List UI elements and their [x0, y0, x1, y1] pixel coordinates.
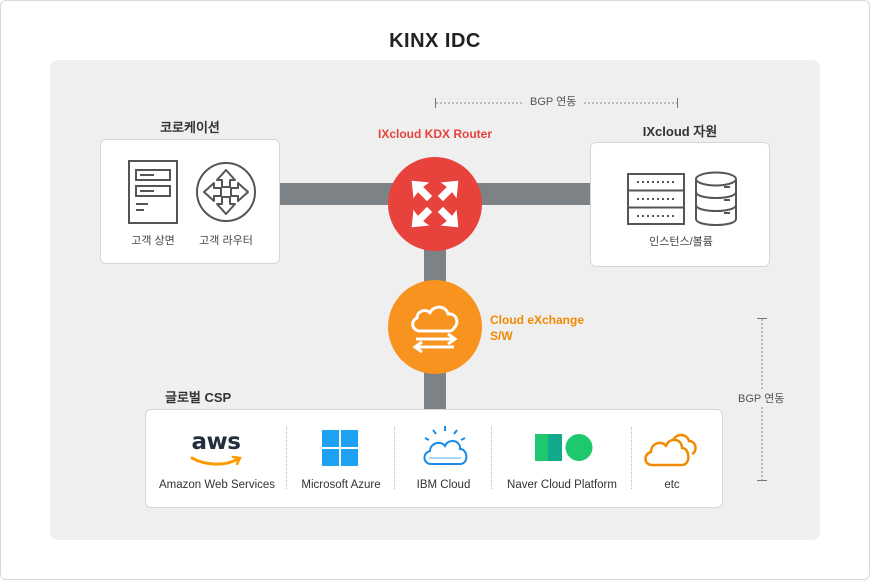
csp-name-ibm: IBM Cloud — [416, 479, 471, 491]
router-icon — [195, 161, 257, 228]
csp-divider — [491, 427, 492, 489]
cloud-exchange-label: Cloud eXchange S/W — [490, 312, 620, 344]
csp-label: 글로벌 CSP — [165, 390, 232, 405]
cloud-exchange-icon — [411, 305, 459, 353]
csp-name-aws: Amazon Web Services — [158, 479, 276, 491]
cloud-exchange-label-line2: S/W — [490, 329, 513, 343]
bgp-right-label: BGP 연동 — [732, 390, 791, 406]
kdx-router — [388, 157, 482, 251]
cloud-outline-icon — [643, 431, 699, 472]
csp-divider — [631, 427, 632, 489]
aws-logo: aws — [188, 429, 244, 469]
ixcloud-card: 인스턴스/볼륨 — [590, 142, 770, 267]
server-icon — [128, 160, 178, 229]
colocation-label: 코로케이션 — [160, 120, 220, 135]
ibm-cloud-logo — [420, 424, 470, 473]
aws-logo-text: aws — [191, 429, 241, 455]
azure-logo — [322, 430, 358, 471]
router-arrows-icon — [410, 179, 460, 229]
colocation-item-floor: 고객 상면 — [131, 235, 175, 247]
csp-divider — [286, 427, 287, 489]
database-icon — [694, 171, 738, 232]
cloud-exchange-label-line1: Cloud eXchange — [490, 313, 585, 327]
naver-cloud-logo — [535, 433, 593, 468]
ixcloud-label: IXcloud 자원 — [642, 124, 718, 139]
diagram-title: KINX IDC — [389, 30, 481, 52]
csp-name-etc: etc — [664, 479, 680, 491]
router-label: IXcloud KDX Router — [377, 127, 492, 141]
csp-name-azure: Microsoft Azure — [301, 479, 381, 491]
cloud-exchange — [388, 280, 482, 374]
csp-divider — [394, 427, 395, 489]
connector-exchange-csp — [424, 362, 446, 412]
colocation-item-router: 고객 라우터 — [199, 235, 253, 247]
csp-card: aws Amazon Web Services Microsoft Azure … — [145, 409, 723, 508]
colocation-card: 고객 상면 고객 라우터 — [100, 139, 280, 264]
ixcloud-item-instance: 인스턴스/볼륨 — [649, 236, 713, 248]
csp-name-naver: Naver Cloud Platform — [507, 479, 617, 491]
bgp-top-label: BGP 연동 — [524, 93, 583, 109]
storage-icon — [627, 173, 685, 230]
